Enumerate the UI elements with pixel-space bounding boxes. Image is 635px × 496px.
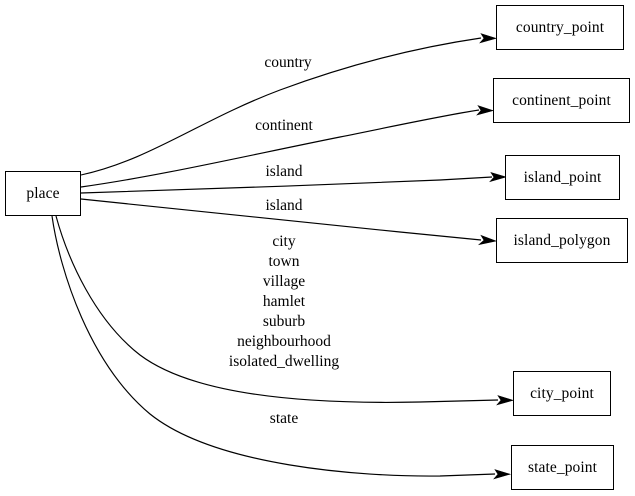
edge-path-island-polygon [80, 198, 482, 241]
arrowhead-country [479, 33, 498, 44]
arrowhead-state [493, 469, 512, 480]
node-country_point-label: country_point [515, 18, 605, 36]
edge-path-continent [80, 109, 480, 188]
edge-place-to-continent_point [80, 105, 495, 188]
edge-place-to-island_point [80, 172, 508, 194]
edge-place-to-city_point [55, 215, 515, 406]
arrowhead-island-point [489, 172, 508, 183]
node-island_point-label: island_point [523, 168, 602, 186]
edge-path-country [80, 37, 482, 176]
node-state_point-label: state_point [527, 458, 598, 476]
arrowhead-island-polygon [477, 234, 498, 246]
node-country_point[interactable]: country_point [496, 5, 624, 50]
arrowhead-city [496, 395, 515, 406]
node-place[interactable]: place [5, 171, 81, 216]
edge-place-to-state_point [51, 215, 512, 480]
edge-path-city [55, 215, 499, 403]
node-continent_point-label: continent_point [512, 91, 611, 109]
node-island_polygon[interactable]: island_polygon [496, 218, 628, 263]
edge-path-state [51, 215, 496, 477]
node-state_point[interactable]: state_point [511, 445, 614, 490]
edge-place-to-country_point [80, 33, 498, 176]
node-continent_point[interactable]: continent_point [493, 78, 630, 123]
node-island_point[interactable]: island_point [505, 155, 620, 200]
node-place-label: place [26, 184, 60, 202]
arrowhead-continent [476, 105, 495, 116]
node-city_point[interactable]: city_point [513, 371, 611, 416]
edge-path-island-point [80, 176, 493, 194]
node-city_point-label: city_point [530, 384, 594, 402]
edge-place-to-island_polygon [80, 198, 498, 246]
node-island_polygon-label: island_polygon [513, 231, 611, 249]
